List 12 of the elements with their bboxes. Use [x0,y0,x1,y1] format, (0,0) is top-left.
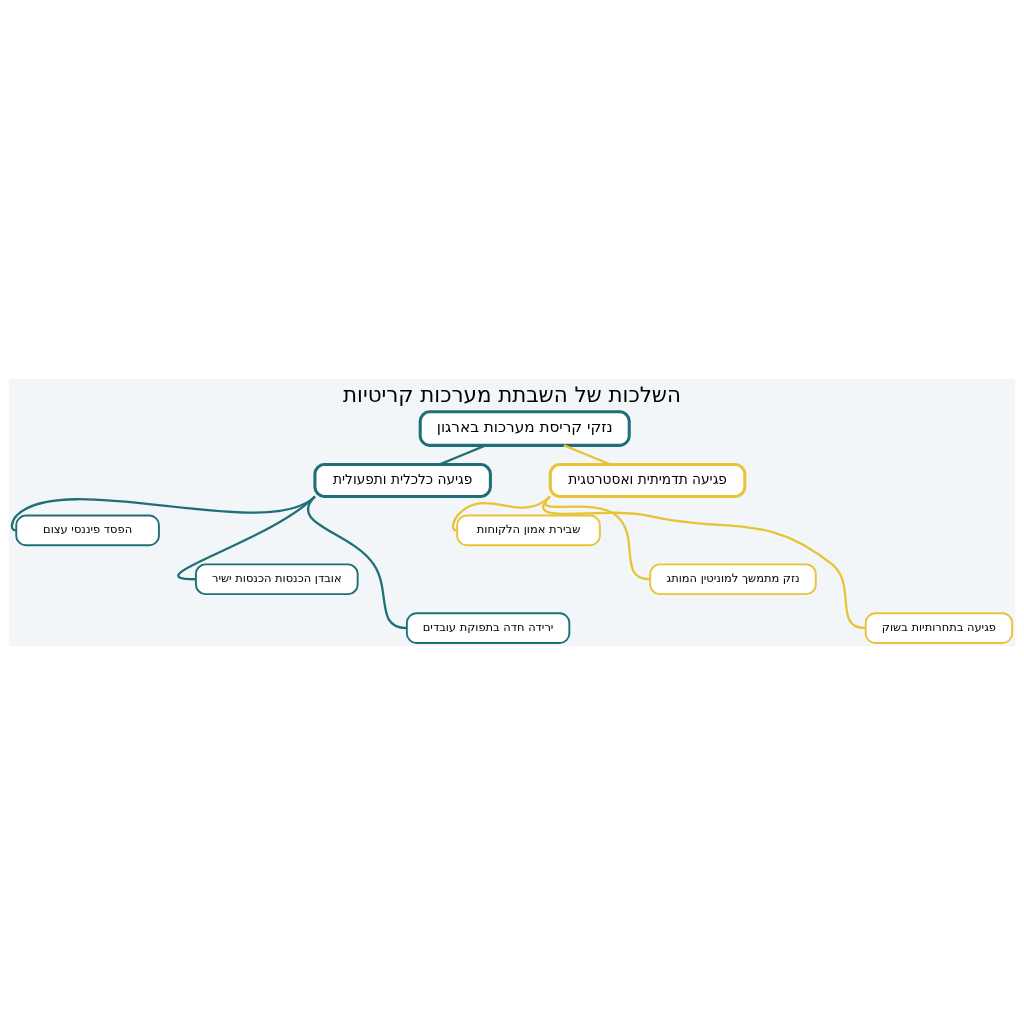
node-box: אובדן הכנסות הכנסות ישיר [194,562,359,595]
node-box: שבירת אמון הלקוחות [456,514,601,546]
node-box: פגיעה תדמיתית ואסטרטגית [548,462,747,498]
diagram-title: השלכות של השבתת מערכות קריטיות [343,381,681,407]
node-box: פגיעה בתחרותיות בשוק [864,611,1014,644]
node-box: ירידה חדה בתפוקת עובדים [405,611,571,644]
node-box: נזקי קריסת מערכות בארגון [418,409,631,447]
connector [542,495,866,629]
node-box: נזק מתמשך למוניטין המותג [649,562,817,595]
connector [306,495,407,629]
node-box: הפסד פיננסי עצום [15,514,160,546]
node-box: פגיעה כלכלית ותפעולית [313,462,492,498]
